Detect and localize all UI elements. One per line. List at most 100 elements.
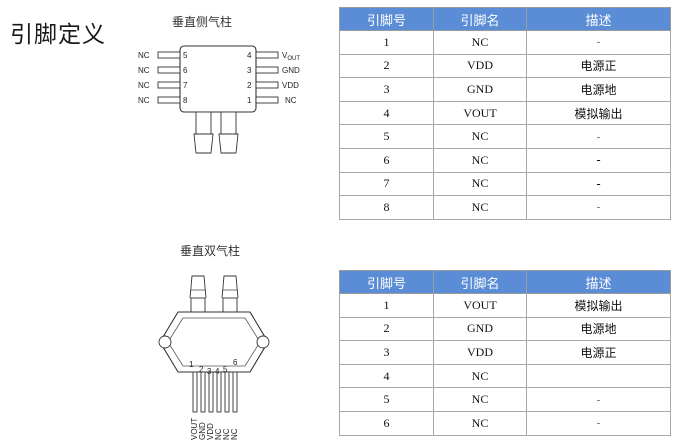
cell-num: 7 xyxy=(339,171,434,197)
header-description: 描述 xyxy=(526,7,671,31)
p2-pin-label-2: VDD xyxy=(206,423,215,440)
package2-leads xyxy=(192,371,238,413)
cell-num: 1 xyxy=(339,293,434,318)
cell-name: NC xyxy=(433,30,527,55)
cell-desc: 电源正 xyxy=(526,340,671,365)
p1-left-name-3: NC xyxy=(138,96,150,105)
package2-mount-hole-left xyxy=(158,335,172,349)
package2-body xyxy=(159,311,269,373)
cell-name: NC xyxy=(433,195,527,220)
cell-name: NC xyxy=(433,171,527,197)
cell-num: 2 xyxy=(339,316,434,342)
p1-left-num-0: 5 xyxy=(183,51,188,60)
p1-right-name-1: GND xyxy=(282,66,300,75)
table-header-row: 引脚号 引脚名 描述 xyxy=(339,7,671,31)
p1-right-num-2: 2 xyxy=(247,81,252,90)
p2-pin-num-0: 1 xyxy=(189,360,194,369)
package1-left-leads xyxy=(157,51,181,104)
cell-num: 3 xyxy=(339,77,434,102)
cell-name: GND xyxy=(433,77,527,102)
cell-desc: 模拟输出 xyxy=(526,293,671,318)
package1-body xyxy=(179,45,257,113)
cell-num: 5 xyxy=(339,387,434,412)
cell-num: 4 xyxy=(339,363,434,389)
cell-name: VOUT xyxy=(433,100,527,126)
cell-num: 4 xyxy=(339,100,434,126)
header-pin-name: 引脚名 xyxy=(433,7,527,31)
package2-ports xyxy=(189,275,239,313)
cell-name: VDD xyxy=(433,340,527,365)
table-header-row: 引脚号 引脚名 描述 xyxy=(339,270,671,294)
package2-mount-hole-right xyxy=(256,335,270,349)
cell-desc: - xyxy=(526,387,671,412)
cell-num: 6 xyxy=(339,147,434,173)
page-title: 引脚定义 xyxy=(10,22,106,48)
p1-right-name-3: NC xyxy=(285,96,297,105)
cell-num: 2 xyxy=(339,53,434,79)
p1-left-num-1: 6 xyxy=(183,66,188,75)
p1-left-name-1: NC xyxy=(138,66,150,75)
cell-name: NC xyxy=(433,363,527,389)
p2-pin-num-1: 2 xyxy=(199,365,204,374)
p1-left-name-2: NC xyxy=(138,81,150,90)
cell-desc: - xyxy=(526,124,671,149)
header-pin-number: 引脚号 xyxy=(339,270,434,294)
cell-name: GND xyxy=(433,316,527,342)
p2-pin-label-5: NC xyxy=(230,428,239,440)
cell-num: 6 xyxy=(339,410,434,436)
header-pin-name: 引脚名 xyxy=(433,270,527,294)
p1-left-num-3: 8 xyxy=(183,96,188,105)
header-pin-number: 引脚号 xyxy=(339,7,434,31)
p2-pin-label-1: GND xyxy=(198,422,207,440)
cell-desc xyxy=(526,363,671,389)
cell-desc: - xyxy=(526,171,671,197)
cell-desc: 电源正 xyxy=(526,53,671,79)
package1-ports xyxy=(193,111,239,154)
p1-left-num-2: 7 xyxy=(183,81,188,90)
cell-num: 3 xyxy=(339,340,434,365)
cell-num: 5 xyxy=(339,124,434,149)
p2-pin-label-3: NC xyxy=(214,428,223,440)
p1-right-name-2: VDD xyxy=(282,81,299,90)
cell-desc: 电源地 xyxy=(526,316,671,342)
cell-desc: - xyxy=(526,410,671,436)
cell-num: 1 xyxy=(339,30,434,55)
p1-right-num-0: 4 xyxy=(247,51,252,60)
package2-diagram: 1 2 3 4 5 6 VOUT GND VDD NC NC NC xyxy=(158,275,270,440)
cell-name: VDD xyxy=(433,53,527,79)
p2-pin-num-3: 4 xyxy=(215,367,220,376)
p2-pin-num-2: 3 xyxy=(207,367,212,376)
package1-caption: 垂直侧气柱 xyxy=(172,15,233,29)
p1-right-num-3: 1 xyxy=(247,96,252,105)
cell-desc: - xyxy=(526,30,671,55)
p2-pin-num-4: 5 xyxy=(223,365,228,374)
cell-desc: - xyxy=(526,147,671,173)
cell-desc: 模拟输出 xyxy=(526,100,671,126)
cell-name: NC xyxy=(433,147,527,173)
cell-name: NC xyxy=(433,410,527,436)
package2-caption: 垂直双气柱 xyxy=(180,244,241,258)
header-description: 描述 xyxy=(526,270,671,294)
p1-right-num-1: 3 xyxy=(247,66,252,75)
cell-name: NC xyxy=(433,124,527,149)
cell-num: 8 xyxy=(339,195,434,220)
p1-left-name-0: NC xyxy=(138,51,150,60)
cell-name: NC xyxy=(433,387,527,412)
package1-diagram: NC NC NC NC 5 6 7 8 4 3 2 1 VOUT GND VDD… xyxy=(138,45,300,154)
cell-desc: 电源地 xyxy=(526,77,671,102)
